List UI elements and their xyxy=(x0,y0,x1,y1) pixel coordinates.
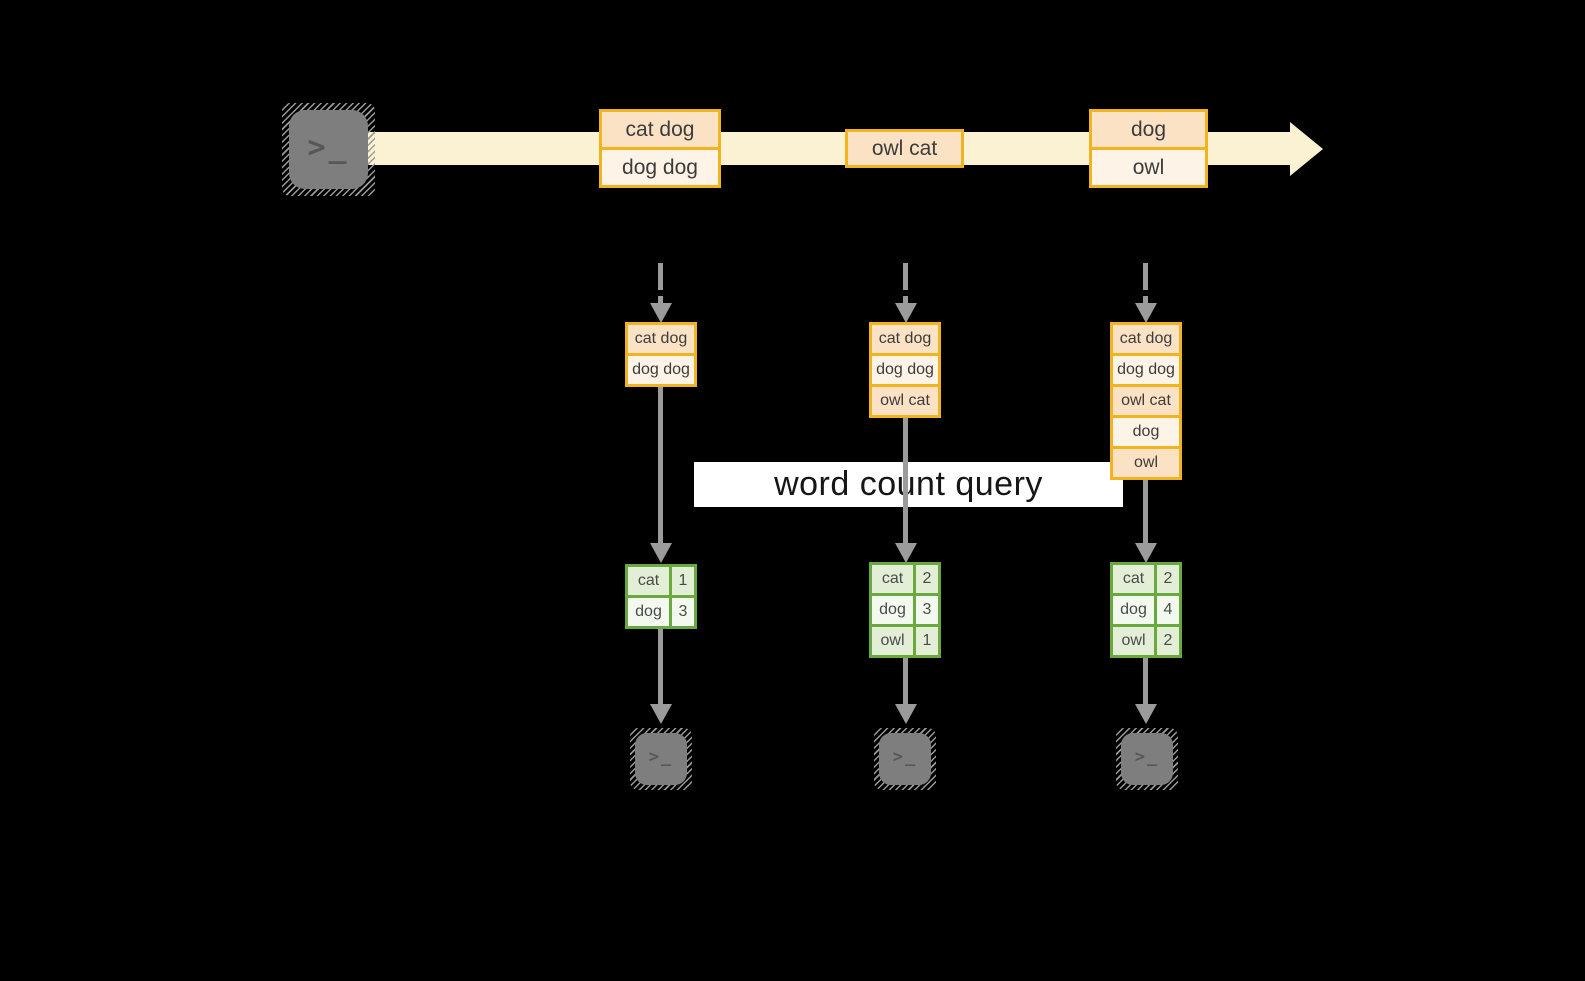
table-row: dog 3 xyxy=(628,595,694,626)
arrow-line xyxy=(1143,658,1148,706)
word-cell: cat xyxy=(1113,565,1157,593)
arrow-line xyxy=(1143,480,1148,545)
count-cell: 2 xyxy=(1163,632,1173,649)
buffer-row: cat dog xyxy=(872,325,938,353)
table-row: cat 2 xyxy=(1113,565,1179,593)
terminal-icon: >_ xyxy=(635,733,687,785)
count-table-2: cat 2 dog 3 owl 1 xyxy=(869,562,941,658)
buffer-row: dog dog xyxy=(628,353,694,384)
sink-terminal-icon-1: >_ xyxy=(630,728,692,790)
arrowhead-icon xyxy=(895,543,917,563)
table-row: owl 1 xyxy=(872,624,938,655)
arrow-line xyxy=(658,629,663,706)
count-cell: 2 xyxy=(922,570,932,587)
dashed-arrow-segment xyxy=(658,296,663,306)
buffer-row: cat dog xyxy=(628,325,694,353)
arrow-line xyxy=(658,387,663,545)
buffer-row: dog xyxy=(1113,415,1179,446)
word-cell: owl xyxy=(872,627,916,655)
dashed-arrow-segment xyxy=(903,263,908,290)
dashed-arrow-segment xyxy=(1143,263,1148,290)
word-cell: dog xyxy=(1113,596,1157,624)
buffer-row: owl cat xyxy=(1113,384,1179,415)
word-cell: owl xyxy=(1113,627,1157,655)
event-line: dog xyxy=(1092,112,1205,147)
event-line: dog dog xyxy=(602,147,718,185)
query-label-band: word count query xyxy=(694,462,1123,507)
table-row: cat 1 xyxy=(628,567,694,595)
arrowhead-icon xyxy=(650,704,672,724)
buffer-stack-1: cat dog dog dog xyxy=(625,322,697,387)
buffer-row: cat dog xyxy=(1113,325,1179,353)
sink-terminal-icon-2: >_ xyxy=(874,728,936,790)
count-cell: 3 xyxy=(922,601,932,618)
dashed-arrow-segment xyxy=(658,263,663,290)
buffer-row: owl xyxy=(1113,446,1179,477)
count-cell: 2 xyxy=(1163,570,1173,587)
word-cell: dog xyxy=(628,598,672,626)
terminal-prompt-glyph: >_ xyxy=(892,747,918,767)
terminal-icon: >_ xyxy=(879,733,931,785)
word-cell: cat xyxy=(628,567,672,595)
arrowhead-icon xyxy=(895,303,917,323)
count-cell: 4 xyxy=(1163,601,1173,618)
count-cell: 3 xyxy=(678,603,688,620)
table-row: cat 2 xyxy=(872,565,938,593)
count-table-3: cat 2 dog 4 owl 2 xyxy=(1110,562,1182,658)
word-cell: dog xyxy=(872,596,916,624)
arrowhead-icon xyxy=(1135,543,1157,563)
table-row: dog 4 xyxy=(1113,593,1179,624)
event-line: cat dog xyxy=(602,112,718,147)
event-line: owl cat xyxy=(848,132,961,165)
table-row: owl 2 xyxy=(1113,624,1179,655)
terminal-prompt-glyph: >_ xyxy=(1134,747,1160,767)
arrowhead-icon xyxy=(650,303,672,323)
table-row: dog 3 xyxy=(872,593,938,624)
arrowhead-icon xyxy=(895,704,917,724)
source-terminal-icon: >_ xyxy=(282,103,375,196)
dashed-arrow-segment xyxy=(1143,296,1148,306)
sink-terminal-icon-3: >_ xyxy=(1116,728,1178,790)
arrowhead-icon xyxy=(1135,303,1157,323)
terminal-icon: >_ xyxy=(1121,733,1173,785)
terminal-prompt-glyph: >_ xyxy=(307,130,350,165)
arrowhead-icon xyxy=(1135,704,1157,724)
terminal-icon: >_ xyxy=(289,110,368,189)
event-line: owl xyxy=(1092,147,1205,185)
arrow-line xyxy=(903,418,908,545)
buffer-row: dog dog xyxy=(872,353,938,384)
stream-event-box-1: cat dog dog dog xyxy=(599,109,721,188)
count-table-1: cat 1 dog 3 xyxy=(625,564,697,629)
stream-arrowhead-icon xyxy=(1290,122,1323,176)
count-cell: 1 xyxy=(678,572,688,589)
wordcount-query-label: word count query xyxy=(774,465,1043,503)
buffer-row: owl cat xyxy=(872,384,938,415)
stream-event-box-2: owl cat xyxy=(845,129,964,168)
buffer-stack-3: cat dog dog dog owl cat dog owl xyxy=(1110,322,1182,480)
arrow-line xyxy=(903,658,908,706)
dashed-arrow-segment xyxy=(903,296,908,306)
terminal-prompt-glyph: >_ xyxy=(648,747,674,767)
buffer-row: dog dog xyxy=(1113,353,1179,384)
buffer-stack-2: cat dog dog dog owl cat xyxy=(869,322,941,418)
stream-event-box-3: dog owl xyxy=(1089,109,1208,188)
arrowhead-icon xyxy=(650,543,672,563)
word-cell: cat xyxy=(872,565,916,593)
count-cell: 1 xyxy=(922,632,932,649)
